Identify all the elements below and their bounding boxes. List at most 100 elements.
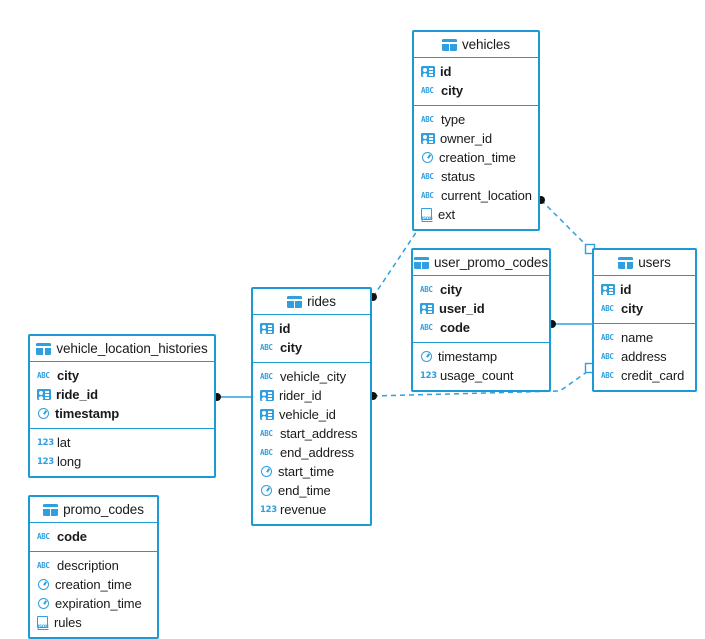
column-row[interactable]: ext [414,205,538,224]
column-name: credit_card [621,368,685,383]
column-row[interactable]: user_id [413,299,549,318]
column-row[interactable]: ABC credit_card [594,366,695,385]
column-row[interactable]: end_time [253,481,370,500]
column-row[interactable]: id [594,280,695,299]
table-icon [442,38,457,51]
column-name: usage_count [440,368,514,383]
clock-icon [420,350,433,363]
column-name: timestamp [55,406,120,421]
column-row[interactable]: ABC start_address [253,424,370,443]
column-name: current_location [441,188,532,203]
column-name: start_address [280,426,358,441]
column-name: ride_id [56,387,98,402]
id-card-icon [421,65,435,78]
column-name: city [621,301,644,316]
column-name: id [279,321,291,336]
column-name: vehicle_id [279,407,336,422]
table-header-vehicle_location_histories[interactable]: vehicle_location_histories [30,336,214,362]
column-name: end_time [278,483,331,498]
column-name: creation_time [55,577,132,592]
column-name: timestamp [438,349,498,364]
column-name: city [440,282,463,297]
column-row[interactable]: ride_id [30,385,214,404]
table-title: rides [307,294,336,309]
table-header-rides[interactable]: rides [253,289,370,315]
column-row[interactable]: timestamp [30,404,214,423]
table-header-promo_codes[interactable]: promo_codes [30,497,157,523]
table-icon [43,503,59,516]
column-row[interactable]: rider_id [253,386,370,405]
column-row[interactable]: timestamp [413,347,549,366]
abc-icon: ABC [260,342,273,352]
table-header-users[interactable]: users [594,250,695,276]
abc-icon: ABC [601,351,614,361]
123-icon: 123 [260,504,277,515]
column-row[interactable]: id [414,62,538,81]
column-name: type [441,112,466,127]
clock-icon [37,407,50,420]
column-row[interactable]: vehicle_id [253,405,370,424]
column-name: owner_id [440,131,492,146]
column-row[interactable]: creation_time [414,148,538,167]
table-title: user_promo_codes [434,255,548,270]
clock-icon [37,597,50,610]
column-row[interactable]: rules [30,613,157,632]
column-name: creation_time [439,150,516,165]
abc-icon: ABC [601,370,614,380]
table-header-user_promo_codes[interactable]: user_promo_codes [413,250,549,276]
column-row[interactable]: creation_time [30,575,157,594]
column-row[interactable]: owner_id [414,129,538,148]
clock-icon [260,465,273,478]
abc-icon: ABC [37,560,50,570]
column-name: rider_id [279,388,322,403]
abc-icon: ABC [421,85,434,95]
table-icon [414,256,430,269]
column-name: id [620,282,632,297]
table-header-vehicles[interactable]: vehicles [414,32,538,58]
column-name: start_time [278,464,335,479]
column-name: expiration_time [55,596,142,611]
table-icon [36,342,52,355]
column-row[interactable]: start_time [253,462,370,481]
column-row[interactable]: expiration_time [30,594,157,613]
column-row[interactable]: id [253,319,370,338]
column-name: long [57,454,82,469]
json-icon [37,616,49,629]
column-name: end_address [280,445,355,460]
abc-icon: ABC [260,428,273,438]
column-name: code [440,320,470,335]
column-name: vehicle_city [280,369,346,384]
